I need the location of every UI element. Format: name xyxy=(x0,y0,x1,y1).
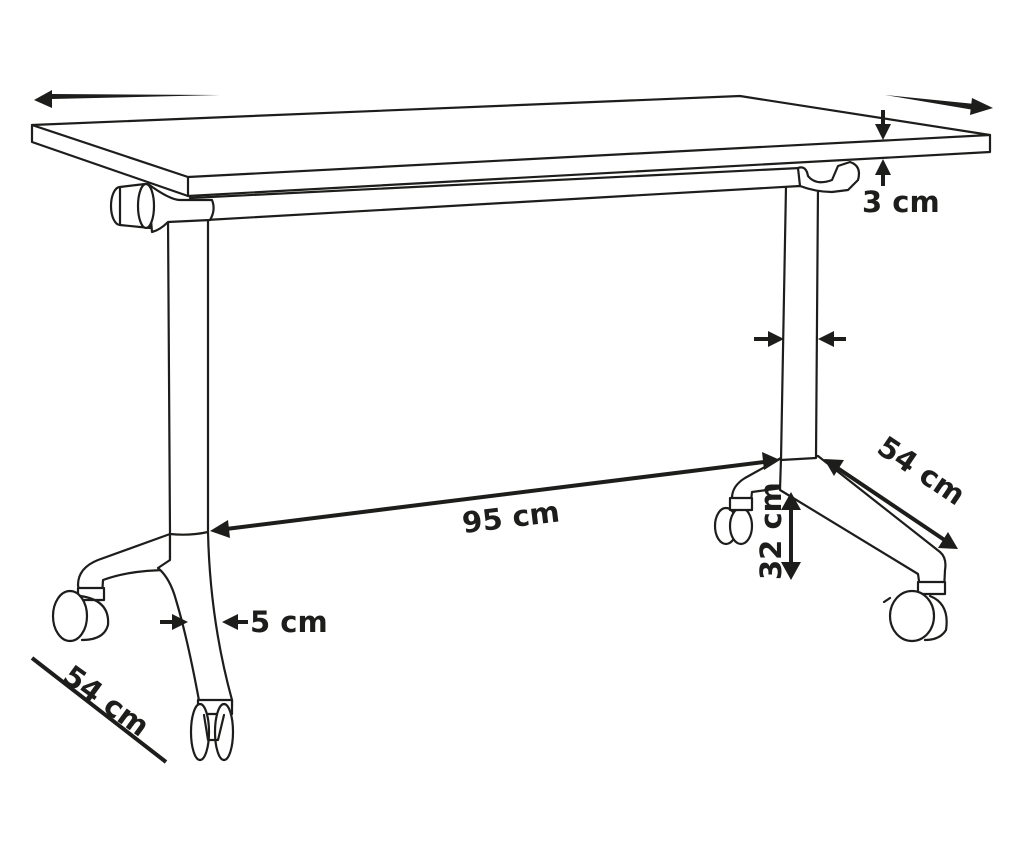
table-width-arrows xyxy=(34,90,993,115)
table-top xyxy=(30,94,992,198)
dimension-foot-length-front: 54 cm xyxy=(30,656,168,764)
dimension-leg-span: 95 cm xyxy=(210,452,780,540)
dimension-leg-width: 5 cm xyxy=(160,605,328,639)
dimension-caster-height: 32 cm xyxy=(754,482,801,580)
label-foot-length-front: 54 cm xyxy=(57,658,156,743)
dimension-top-thickness: 3 cm xyxy=(862,110,940,219)
right-leg xyxy=(713,184,948,643)
label-top-thickness: 3 cm xyxy=(862,185,940,219)
left-leg xyxy=(51,216,235,762)
hinge-knobs xyxy=(109,160,861,234)
label-leg-width: 5 cm xyxy=(250,605,328,639)
label-caster-height: 32 cm xyxy=(754,482,788,580)
dimension-right-leg-width xyxy=(754,331,846,347)
label-leg-span: 95 cm xyxy=(460,494,561,540)
